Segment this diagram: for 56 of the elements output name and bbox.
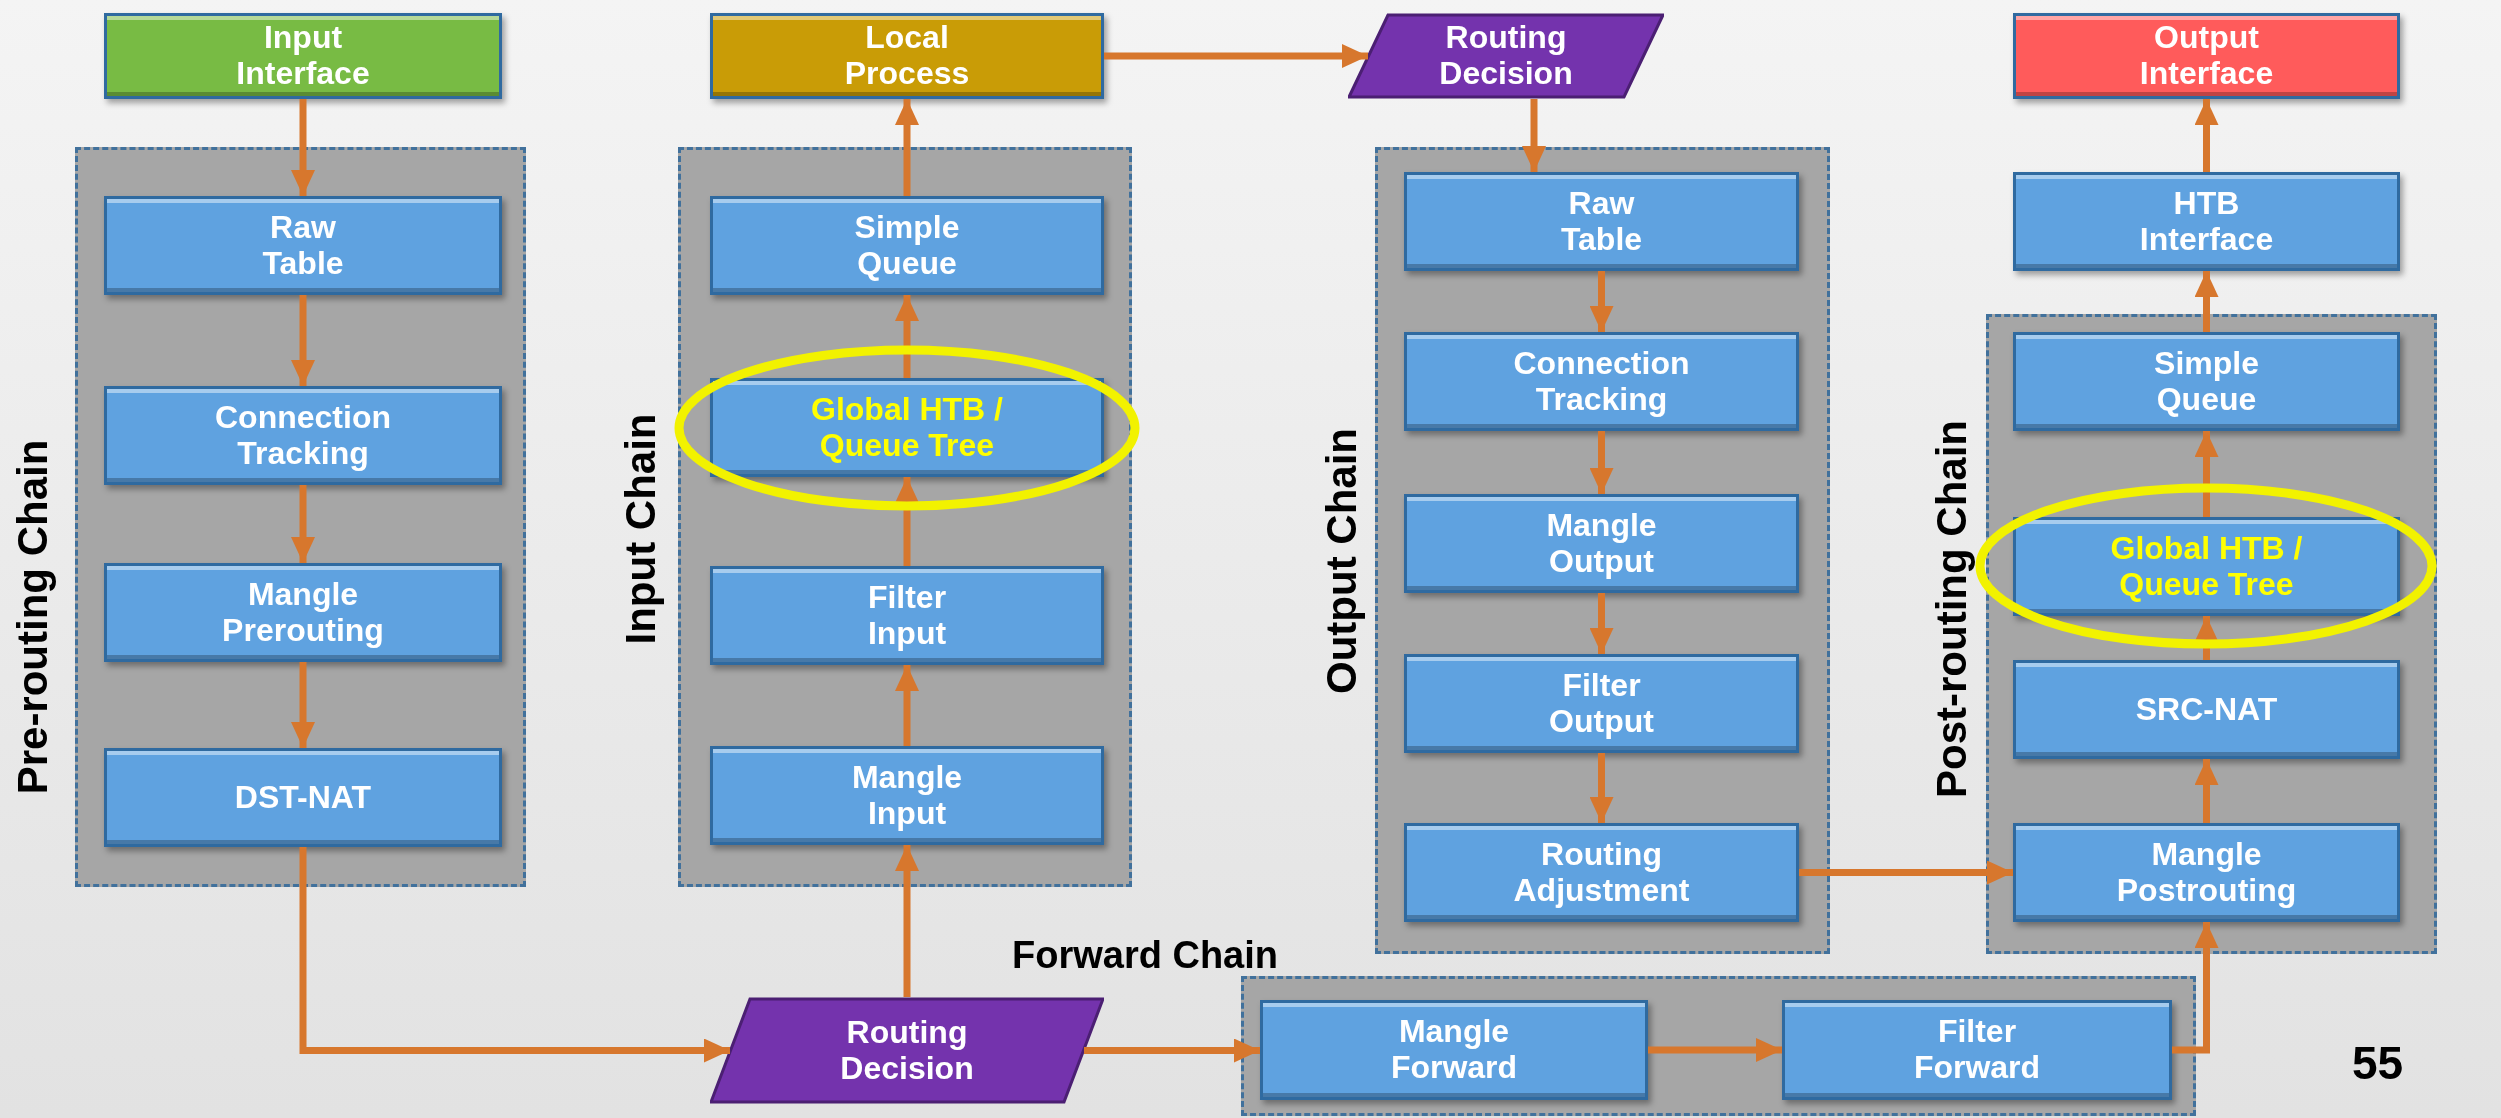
process-box: Raw Table — [1404, 172, 1799, 271]
process-box: Routing Adjustment — [1404, 823, 1799, 922]
arrow — [895, 845, 919, 997]
chain-label: Post-routing Chain — [1931, 420, 1973, 798]
process-box: Filter Input — [710, 566, 1104, 665]
arrow — [1799, 860, 2013, 885]
process-box: Mangle Input — [710, 746, 1104, 845]
process-box: DST-NAT — [104, 748, 502, 847]
arrow — [299, 847, 730, 1063]
process-box: Input Interface — [104, 13, 502, 99]
process-box: Mangle Forward — [1260, 1000, 1648, 1100]
arrow — [895, 99, 919, 196]
process-box: Simple Queue — [710, 196, 1104, 295]
arrow — [291, 99, 315, 196]
chain-label: Forward Chain — [1012, 933, 1279, 978]
process-box: Raw Table — [104, 196, 502, 295]
process-box: Connection Tracking — [1404, 332, 1799, 431]
arrow — [2194, 759, 2219, 823]
arrow — [291, 295, 315, 386]
chain-label: Input Chain — [620, 413, 662, 645]
arrow — [1084, 1038, 1260, 1063]
arrow — [291, 662, 315, 748]
box-label: Routing Decision — [840, 1014, 974, 1087]
chain-label: Output Chain — [1321, 428, 1363, 694]
arrow — [1589, 593, 1614, 654]
arrow — [1648, 1038, 1782, 1062]
process-box: Mangle Output — [1404, 494, 1799, 593]
arrow — [895, 477, 919, 566]
arrow — [2194, 431, 2219, 517]
box-label: Routing Decision — [1439, 20, 1573, 92]
process-box: HTB Interface — [2013, 172, 2400, 271]
arrow — [2194, 99, 2219, 172]
process-box: Mangle Postrouting — [2013, 823, 2400, 922]
process-box: SRC-NAT — [2013, 660, 2400, 759]
process-box: Mangle Prerouting — [104, 563, 502, 662]
arrow — [895, 665, 919, 746]
arrow — [2172, 922, 2219, 1054]
arrow — [1589, 753, 1614, 823]
process-box: Output Interface — [2013, 13, 2400, 99]
arrow — [1522, 99, 1546, 172]
arrow — [291, 485, 315, 563]
arrow — [2194, 616, 2219, 660]
arrow — [895, 295, 919, 378]
process-box: Local Process — [710, 13, 1104, 99]
arrow — [1589, 271, 1614, 332]
process-box: Global HTB / Queue Tree — [710, 378, 1104, 477]
page-number: 55 — [2352, 1040, 2404, 1086]
process-box: Filter Output — [1404, 654, 1799, 753]
process-box: Global HTB / Queue Tree — [2013, 517, 2400, 616]
chain-label: Pre-routing Chain — [12, 439, 54, 795]
arrow — [2194, 271, 2219, 332]
process-box: Filter Forward — [1782, 1000, 2172, 1100]
arrow — [1589, 431, 1614, 494]
process-box: Connection Tracking — [104, 386, 502, 485]
arrow — [1104, 44, 1368, 68]
process-box: Simple Queue — [2013, 332, 2400, 431]
